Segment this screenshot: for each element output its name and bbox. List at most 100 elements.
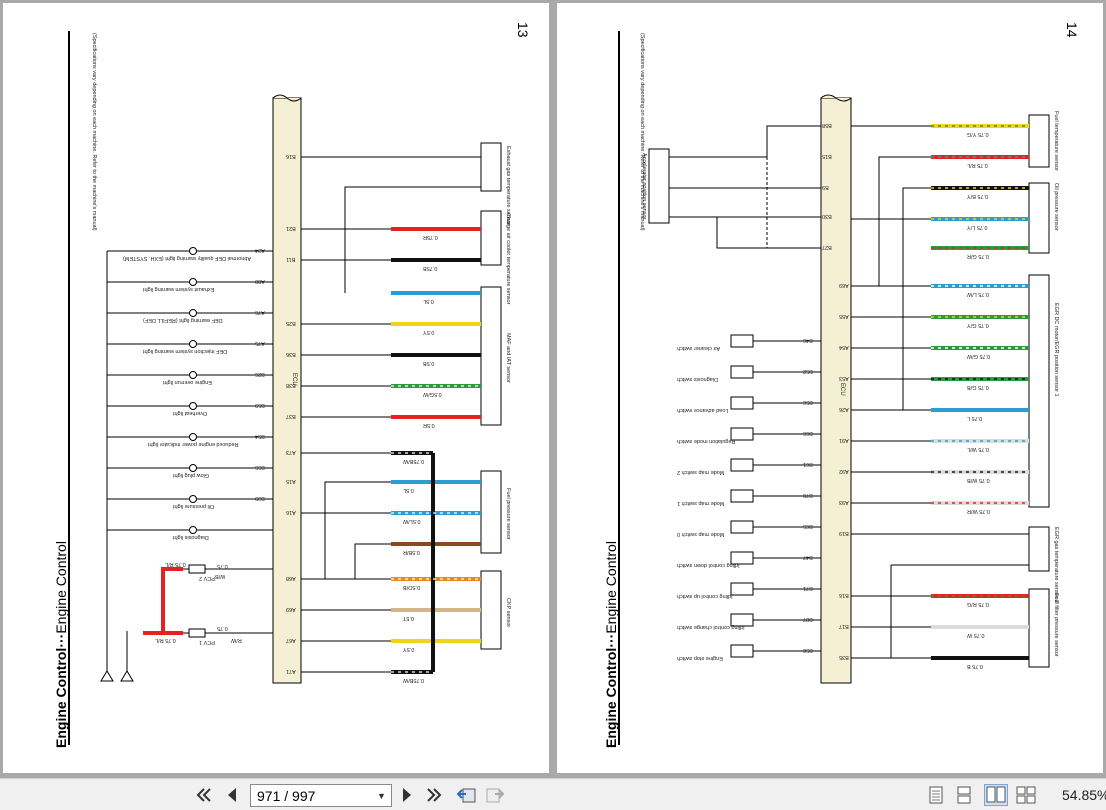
pin-label: B35 [839,654,849,660]
pin-label: B55 [255,464,265,470]
pin-label: B9 [822,184,829,190]
pin-label: B65 [803,523,813,529]
lamp-label: Reduced engine power indicator light [148,441,239,447]
pin-label: B11 [286,256,296,262]
pin-label: A53 [839,375,849,381]
facing-pages-view-icon[interactable] [984,784,1008,806]
pin-label: B37 [286,413,296,419]
pin-label: B16 [286,153,296,159]
continuous-facing-view-icon[interactable] [1016,786,1036,804]
wire-label: 0.75 G/B [967,384,989,390]
zoom-level[interactable]: 54.85% [1062,787,1106,803]
wire-label: 0.5L [423,298,434,304]
document-page-14: 14 Engine Control···Engine Control (Spec… [557,3,1103,773]
wiring-diagram-13 [68,31,502,745]
pin-label: A76 [255,309,265,315]
switch-label: Mode map switch 2 [677,469,725,475]
sensor-label: Fuel filter pressure sensor [1053,593,1059,657]
forward-navigation-icon[interactable] [484,785,506,805]
pin-label: A69 [839,282,849,288]
sensor-label: Charge air cooler temperature sensor [505,213,511,305]
pin-label: B54 [255,433,265,439]
switch-label: Idling control change switch [677,624,745,630]
document-viewport[interactable]: 13 Engine Control···Engine Control (Spec… [0,0,1106,778]
wire-label: 0.5O/B [403,584,421,590]
wire-label: 0.5Y [403,646,415,652]
previous-page-icon[interactable] [222,785,242,805]
wire-label: 0.75 G/R [967,253,990,259]
pin-label: A69 [286,606,296,612]
wire-label: 0.75R [423,234,438,240]
accelerator-sensor-label: Accelerator position sensor [641,153,647,220]
pin-label: B58 [822,122,832,128]
wire-label: 0.75 L/W [967,291,990,297]
lamp-label: Overheat light [173,410,208,416]
pin-label: B61 [803,461,813,467]
section-title: Engine Control···Engine Control [603,541,619,748]
pin-label: B87 [803,616,813,622]
last-page-icon[interactable] [424,785,444,805]
pin-label: B52 [803,368,813,374]
wiring-diagram-14 [618,31,1050,745]
pin-label: B26 [255,371,265,377]
back-navigation-icon[interactable] [456,785,478,805]
continuous-view-icon[interactable] [956,786,972,804]
sensor-label: Fuel temperature sensor [1053,111,1059,171]
wire-label: 0.75 W/R [967,508,990,514]
page-number-field[interactable]: 971 / 997 ▼ [250,784,392,807]
wire-label: 0.5T [403,615,415,621]
wire-label: 0.75 W/L [967,446,990,452]
wire-label: 0.75 B [967,663,983,669]
wire-label: 0.75 W/B [967,477,990,483]
pin-label: A92 [839,468,849,474]
wire-label: 0.75 [217,625,228,631]
switch-label: Load advance switch [677,407,729,413]
pin-label: A15 [286,478,296,484]
page-number: 13 [515,22,531,38]
pin-label: A55 [839,313,849,319]
pcv-label: PCV 1 [199,639,215,645]
first-page-icon[interactable] [194,785,214,805]
wire-label: 0.75 W [967,632,985,638]
pin-label: B16 [839,592,849,598]
pin-label: B39 [255,495,265,501]
pin-label: A34 [255,247,265,253]
lamp-label: Glow plug light [173,472,210,478]
switch-label: Mode map switch 1 [677,500,725,506]
next-page-icon[interactable] [398,785,416,805]
dropdown-arrow-icon[interactable]: ▼ [377,790,386,801]
wire-label: 0.75 R/L [967,162,988,168]
pin-label: A68 [286,575,296,581]
lamp-label: Oil pressure light [173,503,215,509]
pin-label: A54 [839,344,849,350]
document-page-13: 13 Engine Control···Engine Control (Spec… [3,3,549,773]
specification-note: (Specifications vary depending on each m… [91,33,97,231]
single-page-view-icon[interactable] [928,786,944,804]
pin-label: B38 [286,382,296,388]
wire-label: 0.75B/W [403,458,425,464]
pin-label: B36 [286,351,296,357]
pin-label: B70 [803,492,813,498]
switch-label: Idling control down switch [677,562,740,568]
pin-label: A93 [839,499,849,505]
sensor-label: Oil pressure sensor [1053,183,1059,231]
lamp-label: DEF warning light (REFILL DEF) [143,317,223,323]
lamp-label: Exhaust system warning light [143,286,215,292]
pin-label: A73 [286,449,296,455]
pin-label: A71 [286,668,296,674]
wire-label: 0.5B [423,360,435,366]
pin-label: B15 [822,153,832,159]
wire-label: 0.75 R/G [967,601,990,607]
page-number: 14 [1064,22,1080,38]
sensor-label: EGR gas temperature sensor 2 [1053,527,1059,604]
switch-label: Idling control up switch [677,593,733,599]
sensor-label: MAF and IAT sensor [505,333,511,383]
wire-label: 0.5L [403,487,414,493]
pin-label: A91 [839,437,849,443]
switch-label: Mode map switch 0 [677,531,725,537]
wire-label: 0.75 B/Y [967,193,989,199]
wire-label: R/W [231,637,242,643]
sensor-label: EGR DC motor/EGR position sensor 1 [1053,303,1059,397]
wire-label: 0.75B/W [403,677,425,683]
pin-label: B17 [839,623,849,629]
